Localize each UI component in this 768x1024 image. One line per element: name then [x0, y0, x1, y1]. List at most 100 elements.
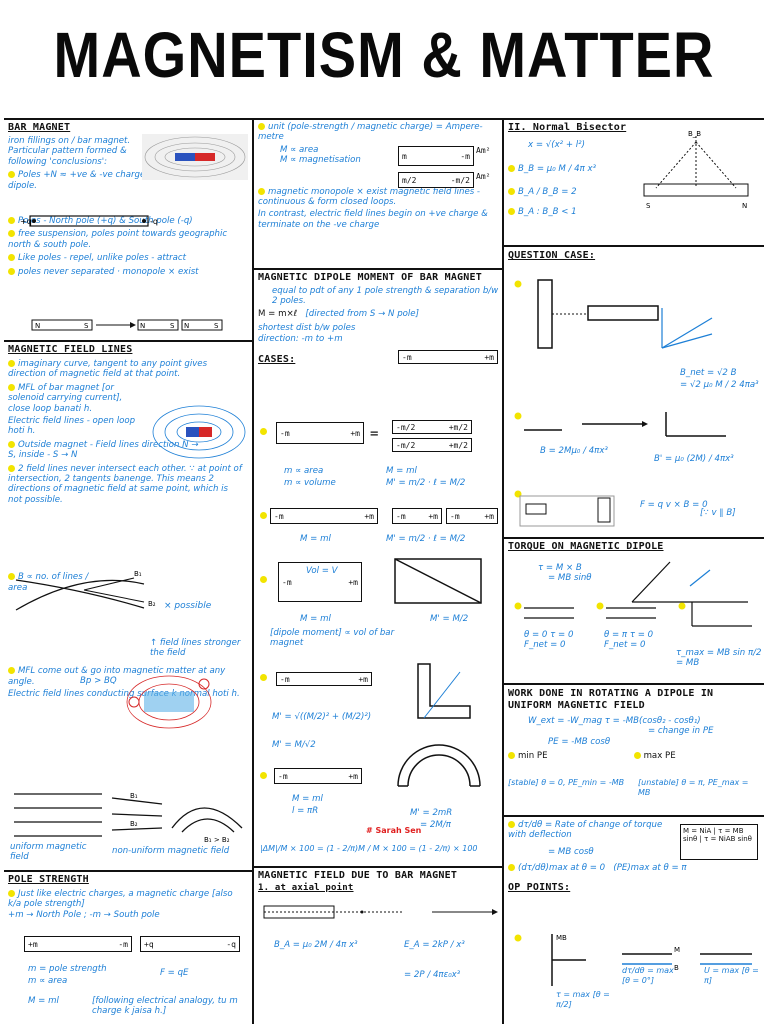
- case1-half-top: -m/2+m/2: [392, 420, 472, 434]
- field-due-section: MAGNETIC FIELD DUE TO BAR MAGNET 1. at a…: [258, 870, 500, 1022]
- work-max: max PE: [643, 751, 676, 762]
- pole-strength-b1: Just like electric charges, a magnetic c…: [8, 889, 233, 910]
- divider-question: [504, 245, 764, 247]
- pole-strength-b1b: +m → North Pole ; -m → South pole: [8, 909, 160, 920]
- dipole-moment-b1: equal to pdt of any 1 pole strength & se…: [272, 286, 499, 307]
- case1-volume: m ∝ volume: [284, 478, 336, 488]
- question-force: F = q v × B = 0: [640, 500, 708, 510]
- case3-block: -m+m: [278, 562, 362, 602]
- case5-M: M = ml: [292, 794, 323, 804]
- question-force-note: [∵ v ∥ B]: [700, 508, 736, 518]
- case2-M: M = ml: [300, 534, 331, 544]
- divider-field-due: [254, 866, 502, 868]
- rate-max: (dτ/dθ)max at θ = 0: [518, 863, 606, 874]
- case2-Mprime: M' = m/2 · ℓ = M/2: [386, 534, 466, 544]
- svg-text:B₂: B₂: [148, 600, 156, 608]
- force-equation: F = qE: [160, 968, 189, 978]
- question-diagram-3: [514, 490, 615, 527]
- divider-dipole: [254, 268, 502, 270]
- case5-Mprime: M' = 2mR: [410, 808, 453, 818]
- bar-magnet-b2: Poles - North pole (+q) & South pole (-q…: [18, 216, 193, 227]
- svg-text:N: N: [742, 202, 747, 210]
- label-b1: B₁: [130, 792, 138, 800]
- unit-bar-full: m-m: [398, 146, 474, 166]
- case3-volume: Vol = V: [306, 566, 338, 576]
- torque-diagram: [631, 561, 748, 603]
- op-b-label: B: [674, 964, 679, 972]
- bullet-dot: [8, 360, 15, 367]
- dipole-moment-eq: M = m×ℓ: [258, 308, 298, 319]
- bar-magnet-section: BAR MAGNET iron fillings on / bar magnet…: [8, 122, 250, 338]
- bar-magnet-b5: poles never separated · monopole × exist: [18, 266, 199, 277]
- uniform-nonuniform-diagram: B₁ B₂ B₁ > B₂: [14, 792, 243, 844]
- question-bnet: B_net = √2 B: [680, 368, 737, 378]
- normal-bisector-section: II. Normal Bisector x = √(x² + l²) B_B =…: [508, 122, 762, 242]
- red-note: # Sarah Sen: [366, 826, 422, 835]
- moment-equation: M = ml: [28, 996, 59, 1006]
- torque-case-zero: θ = 0 τ = 0 F_net = 0: [524, 630, 574, 651]
- work-stable: [stable] θ = 0, PE_min = -MB: [508, 777, 625, 787]
- case-dot: [260, 772, 267, 779]
- rate-def: dτ/dθ = Rate of change of torque with de…: [508, 820, 663, 841]
- torque-cases-diagram: [514, 602, 752, 627]
- unit-bar-right: -m: [460, 151, 470, 161]
- unit-b2: magnetic monopole × exist magnetic field…: [258, 186, 481, 208]
- question-diagram-2: [514, 412, 726, 437]
- column-divider-2: [502, 118, 504, 1024]
- bullet-dot: [508, 752, 515, 760]
- bar-magnet-b1: Poles +N ≈ +ve & -ve charge of electric …: [8, 170, 191, 191]
- torque-section: TORQUE ON MAGNETIC DIPOLE τ = M × B = MB…: [508, 541, 762, 681]
- question-section: QUESTION CASE:: [508, 250, 762, 534]
- bullet-dot: [8, 573, 15, 581]
- bullet-dot: [8, 667, 15, 675]
- op-m-label: M: [674, 946, 680, 954]
- unit-m-mag: M ∝ magnetisation: [280, 155, 361, 166]
- bullet-dot: [508, 821, 515, 828]
- bullet-dot: [8, 171, 15, 179]
- svg-text:-q: -q: [150, 217, 158, 226]
- nonuniform-caption: non-uniform magnetic field: [112, 846, 230, 856]
- divider-rate: [504, 815, 764, 817]
- percent-change: |ΔM|/M × 100 = (1 - 2/π)M / M × 100 = (1…: [260, 844, 478, 853]
- bullet-dot: [8, 464, 15, 472]
- intersect-caption: × possible: [164, 601, 212, 611]
- svg-text:S: S: [214, 322, 219, 330]
- pole-strength-def: m = pole strength: [28, 964, 107, 974]
- op-tmax: τ = max [θ = π/2]: [556, 990, 610, 1010]
- bullet-dot: [508, 187, 515, 195]
- rate-value: = MB cosθ: [548, 846, 594, 857]
- dipole-bar: -m+m: [398, 350, 498, 364]
- electrical-analogy: [following electrical analogy, tu m char…: [92, 996, 238, 1017]
- case5-bar: -m+m: [274, 768, 362, 784]
- case-dot: [260, 674, 267, 681]
- work-min: min PE: [518, 751, 548, 762]
- unit-bar-unit: Am²: [476, 146, 491, 155]
- bullet-dot: [258, 187, 265, 195]
- case4-result: M' = M/√2: [272, 740, 316, 750]
- dipole-moment-heading: MAGNETIC DIPOLE MOMENT OF BAR MAGNET: [258, 272, 482, 283]
- bullet-dot: [258, 123, 265, 130]
- dipole-shortest: shortest dist b/w poles: [258, 323, 356, 334]
- magnet-field-loops-diagram: [152, 405, 246, 459]
- work-section: WORK DONE IN ROTATING A DIPOLE IN UNIFOR…: [508, 688, 762, 813]
- op-heading: OP POINTS:: [508, 881, 571, 893]
- cases-heading: CASES:: [258, 354, 296, 366]
- pole-strength-section: POLE STRENGTH Just like electric charges…: [8, 874, 250, 1022]
- dipole-bar-diagram: +q -q: [20, 215, 158, 227]
- case3-split-block: [394, 558, 482, 604]
- equals-sign: =: [370, 426, 379, 442]
- bar-magnet-intro: iron fillings on / bar magnet. Particula…: [8, 136, 131, 167]
- svg-text:N: N: [35, 322, 40, 330]
- svg-text:B₁: B₁: [134, 570, 142, 578]
- op-mb-label: MB: [556, 934, 567, 942]
- field-lines-b1: imaginary curve, tangent to any point gi…: [8, 359, 208, 380]
- svg-text:B_B: B_B: [688, 130, 701, 138]
- torque-heading: TORQUE ON MAGNETIC DIPOLE: [508, 541, 664, 552]
- axial-field-E2: = 2P / 4πε₀x³: [404, 970, 461, 980]
- question-heading: QUESTION CASE:: [508, 250, 596, 261]
- iron-filings-illustration: [142, 134, 248, 180]
- case5-Mprime-value: = 2M/π: [420, 820, 451, 830]
- divider-field-lines: [4, 340, 252, 342]
- field-lines-b5: B ∝ no. of lines / area: [8, 572, 89, 593]
- case-dot: [260, 576, 267, 583]
